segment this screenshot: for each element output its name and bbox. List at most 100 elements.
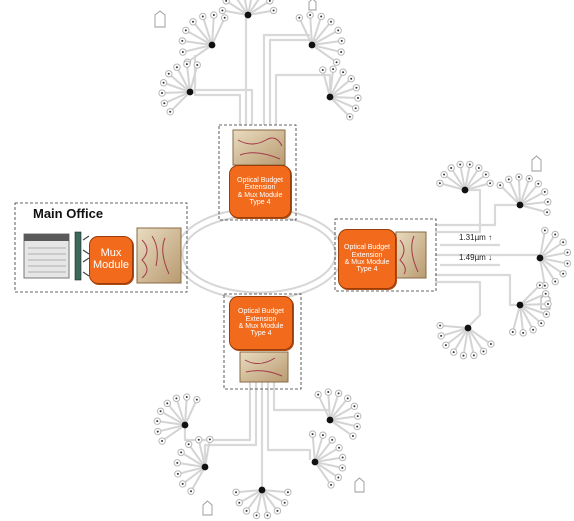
drop-fiber xyxy=(519,284,541,306)
subscriber-dot xyxy=(452,351,455,354)
subscriber-dot xyxy=(489,182,492,185)
subscriber-dot xyxy=(341,456,344,459)
subscriber-dot xyxy=(298,16,301,19)
drop-fiber xyxy=(317,394,331,421)
drop-fiber xyxy=(519,204,548,214)
drop-fiber xyxy=(519,178,531,206)
subscriber-dot xyxy=(317,393,320,396)
subscriber-dot xyxy=(356,415,359,418)
drop-fiber xyxy=(329,393,340,421)
subscriber-dot xyxy=(543,229,546,232)
drop-fiber xyxy=(157,424,186,433)
drop-fiber xyxy=(311,434,316,463)
subscriber-dot xyxy=(162,81,165,84)
subscriber-dot xyxy=(499,184,502,187)
subscriber-dot xyxy=(341,466,344,469)
drop-fiber xyxy=(180,451,206,468)
subscriber-dot xyxy=(245,509,248,512)
subscriber-dot xyxy=(266,514,269,517)
drop-fiber xyxy=(329,397,349,421)
drop-fiber xyxy=(329,77,352,98)
drop-fiber xyxy=(157,420,186,426)
subscriber-dot xyxy=(255,514,258,517)
splitter-fan xyxy=(153,393,201,445)
subscriber-dot xyxy=(546,211,549,214)
drop-fiber xyxy=(247,0,253,16)
subscriber-dot xyxy=(161,92,164,95)
subscriber-dot xyxy=(159,410,162,413)
drop-fiber xyxy=(204,439,211,468)
subscriber-dot xyxy=(356,425,359,428)
equipment-photo-icon xyxy=(136,129,427,383)
main-office-title: Main Office xyxy=(33,206,104,221)
subscriber-dot xyxy=(346,397,349,400)
drop-fiber xyxy=(519,302,549,306)
drop-fiber xyxy=(175,398,186,426)
drop-fiber xyxy=(440,324,469,329)
subscriber-dot xyxy=(327,391,330,394)
subscriber-dot xyxy=(190,490,192,493)
obe-top-line-3: & Mux Module xyxy=(237,191,283,199)
subscriber-dot xyxy=(439,324,442,327)
subscriber-dot xyxy=(225,0,228,2)
obe-top-line-2: Extension xyxy=(244,184,276,192)
mux-module-line-2: Module xyxy=(92,259,130,271)
subscriber-dot xyxy=(338,446,341,449)
olt-rack-icon xyxy=(23,233,70,279)
wavelength-downstream: 1.49µm ↓ xyxy=(459,253,493,262)
subscriber-dot xyxy=(477,166,480,169)
trunk-fibers xyxy=(183,15,540,490)
drop-fiber xyxy=(184,396,188,426)
drop-fiber xyxy=(439,182,466,191)
drop-fiber xyxy=(187,443,206,468)
subscriber-dot xyxy=(538,284,541,287)
mux-module-line-1: Mux xyxy=(100,247,122,260)
drop-fiber xyxy=(314,434,324,463)
drop-fiber xyxy=(166,402,186,426)
subscriber-dot xyxy=(268,0,271,2)
subscriber-dot xyxy=(528,177,531,180)
subscriber-dot xyxy=(185,396,188,399)
drop-fiber xyxy=(222,9,249,16)
mux-module: Mux Module xyxy=(89,236,133,284)
subscriber-dot xyxy=(176,472,179,475)
subscriber-dot xyxy=(187,443,190,446)
subscriber-dot xyxy=(554,280,557,283)
splitter-node xyxy=(536,254,544,262)
drop-fiber xyxy=(311,21,332,46)
splitter-node xyxy=(208,41,216,49)
subscriber-dot xyxy=(166,402,169,405)
drop-fiber xyxy=(161,424,186,442)
splitter-node xyxy=(311,458,319,466)
subscriber-dot xyxy=(235,491,238,494)
drop-fiber xyxy=(243,0,249,16)
drop-fiber xyxy=(467,327,475,356)
top-node-box xyxy=(218,124,297,221)
drop-fiber xyxy=(247,9,274,16)
patch-panel-icon xyxy=(74,231,90,281)
splitter-fan xyxy=(314,388,362,440)
drop-fiber xyxy=(314,439,333,463)
drop-fiber xyxy=(443,173,466,191)
subscriber-dot xyxy=(443,173,446,176)
drop-fiber xyxy=(464,173,487,191)
subscriber-dot xyxy=(566,262,569,265)
splitter-node xyxy=(181,421,189,429)
subscriber-dot xyxy=(201,15,204,18)
subscriber-dot xyxy=(167,72,170,75)
drop-fiber xyxy=(459,164,466,191)
drop-fiber xyxy=(211,14,215,46)
splitter-node xyxy=(464,324,472,332)
subscriber-dot xyxy=(351,435,354,438)
subscriber-dot xyxy=(472,354,475,357)
subscriber-dot xyxy=(484,173,487,176)
drop-fiber xyxy=(539,257,568,265)
subscriber-dot xyxy=(482,350,485,353)
subscriber-dot xyxy=(335,61,338,64)
drop-fiber xyxy=(539,257,564,275)
drop-fiber xyxy=(519,183,540,206)
subscriber-endpoint xyxy=(222,0,230,5)
drop-fiber xyxy=(236,489,263,494)
subscriber-dot xyxy=(355,86,358,89)
